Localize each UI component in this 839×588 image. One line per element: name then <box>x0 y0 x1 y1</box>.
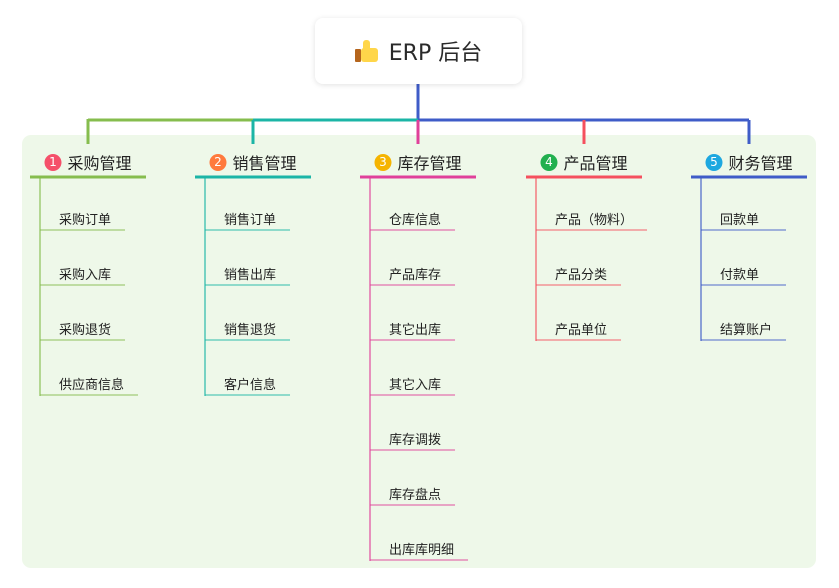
branch-title: 库存管理 <box>397 154 462 173</box>
list-item[interactable]: 客户信息 <box>224 378 277 393</box>
number-badge-icon: 5 <box>705 153 723 171</box>
number-badge-icon: 2 <box>209 153 227 171</box>
branch-header[interactable]: 3 库存管理 <box>374 150 462 174</box>
branch-title: 销售管理 <box>232 154 297 173</box>
thumbs-up-icon <box>354 40 379 62</box>
list-item[interactable]: 产品单位 <box>555 323 608 338</box>
branch-title: 产品管理 <box>563 154 628 173</box>
list-item[interactable]: 付款单 <box>720 268 760 283</box>
list-item[interactable]: 库存调拨 <box>389 433 442 448</box>
branch-title: 采购管理 <box>67 154 132 173</box>
root-node[interactable]: ERP 后台 <box>315 18 522 84</box>
list-item[interactable]: 其它出库 <box>389 323 442 338</box>
list-item[interactable]: 产品（物料） <box>555 213 634 228</box>
list-item[interactable]: 采购订单 <box>59 213 112 228</box>
branch-header[interactable]: 1 采购管理 <box>44 150 132 174</box>
list-item[interactable]: 采购入库 <box>59 268 112 283</box>
list-item[interactable]: 库存盘点 <box>389 488 442 503</box>
list-item[interactable]: 产品分类 <box>555 268 608 283</box>
branch-header[interactable]: 2 销售管理 <box>209 150 297 174</box>
list-item[interactable]: 回款单 <box>720 213 760 228</box>
list-item[interactable]: 仓库信息 <box>389 213 442 228</box>
list-item[interactable]: 产品库存 <box>389 268 442 283</box>
list-item[interactable]: 销售订单 <box>224 213 277 228</box>
root-title: ERP 后台 <box>388 41 483 66</box>
list-item[interactable]: 结算账户 <box>720 323 773 338</box>
list-item[interactable]: 采购退货 <box>59 323 112 338</box>
list-item[interactable]: 出库库明细 <box>389 543 455 558</box>
branch-header[interactable]: 4 产品管理 <box>540 150 628 174</box>
diagram-background <box>22 135 816 568</box>
list-item[interactable]: 销售出库 <box>224 268 277 283</box>
branch-header[interactable]: 5 财务管理 <box>705 150 793 174</box>
branch-title: 财务管理 <box>728 154 793 173</box>
list-item[interactable]: 供应商信息 <box>59 378 125 393</box>
list-item[interactable]: 销售退货 <box>224 323 277 338</box>
list-item[interactable]: 其它入库 <box>389 378 442 393</box>
number-badge-icon: 4 <box>540 153 558 171</box>
number-badge-icon: 1 <box>44 153 62 171</box>
number-badge-icon: 3 <box>374 153 392 171</box>
